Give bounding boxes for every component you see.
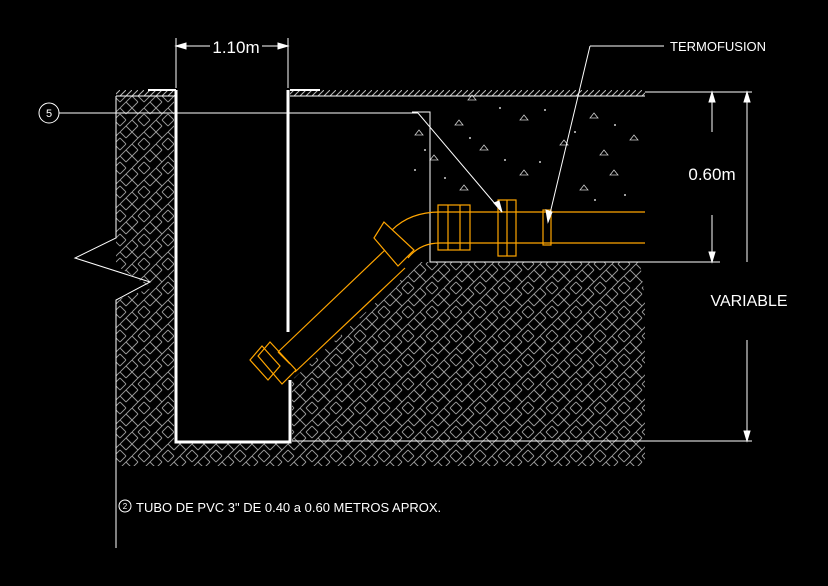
marker-5-number: 5 bbox=[46, 108, 52, 120]
note-marker: 2 bbox=[123, 502, 128, 511]
width-label: 1.10m bbox=[212, 38, 259, 57]
fill-dots bbox=[414, 107, 626, 201]
ground-surface bbox=[116, 89, 645, 97]
termofusion-label: TERMOFUSION bbox=[670, 39, 766, 54]
depth-label: 0.60m bbox=[688, 165, 735, 184]
soil-hatch bbox=[116, 96, 645, 466]
marker-5-leader bbox=[38, 102, 503, 213]
pipe-note: 2 TUBO DE PVC 3" DE 0.40 a 0.60 METROS A… bbox=[118, 499, 441, 515]
depth-dimension bbox=[635, 90, 752, 264]
variable-label: VARIABLE bbox=[710, 293, 787, 310]
trench bbox=[174, 90, 292, 444]
break-line bbox=[73, 96, 152, 548]
excavation-line bbox=[412, 111, 640, 263]
fill-zone bbox=[414, 94, 639, 191]
variable-dimension bbox=[292, 90, 752, 443]
termofusion-leader bbox=[545, 45, 664, 224]
note-text: TUBO DE PVC 3" DE 0.40 a 0.60 METROS APR… bbox=[136, 500, 441, 515]
width-dimension bbox=[174, 38, 290, 88]
